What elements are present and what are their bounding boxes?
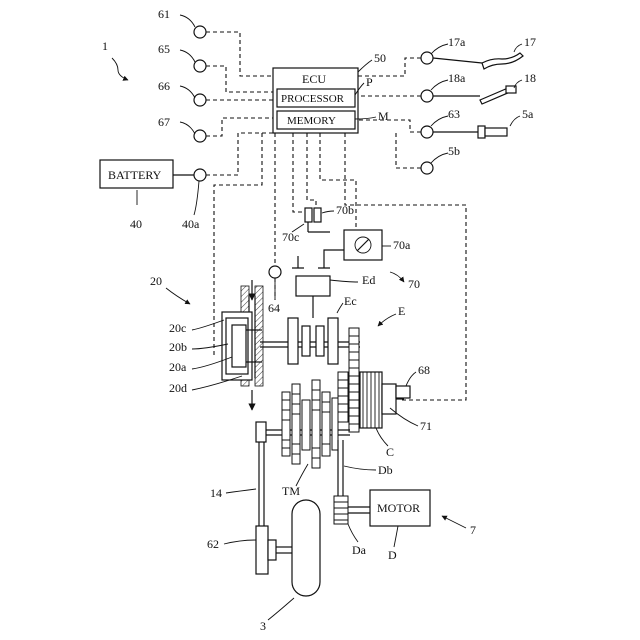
- throttle-sensor-70b: [314, 208, 321, 222]
- ref-TM: TM: [282, 484, 300, 498]
- lever-17: [433, 53, 523, 69]
- ref-70: 70: [408, 277, 420, 291]
- ref-M: M: [378, 109, 389, 123]
- ecu-block: ECU PROCESSOR MEMORY: [273, 68, 358, 133]
- ref-70c: 70c: [282, 230, 299, 244]
- ref-50: 50: [374, 51, 386, 65]
- motor-label: MOTOR: [377, 501, 420, 515]
- ref-5b: 5b: [448, 144, 460, 158]
- ref-18a: 18a: [448, 71, 466, 85]
- ref-Db: Db: [378, 463, 393, 477]
- wire-40a: [206, 133, 273, 175]
- battery-block: BATTERY: [100, 160, 173, 188]
- engine-cylinder-Ed: [296, 276, 330, 318]
- pedal-18: [433, 86, 516, 104]
- wire-61: [206, 32, 273, 76]
- motor-D: MOTOR: [370, 490, 430, 526]
- rear-wheel-3: [292, 500, 320, 596]
- chain-14: [259, 442, 264, 530]
- throttle-linkage: [318, 250, 344, 268]
- sensor-63: [421, 126, 433, 138]
- ref-20a: 20a: [169, 360, 187, 374]
- motor-gear-Da: [334, 496, 370, 524]
- ref-Ec: Ec: [344, 294, 357, 308]
- ref-64: 64: [268, 301, 280, 315]
- ref-40a: 40a: [182, 217, 200, 231]
- transmission-TM: [262, 380, 350, 468]
- wire-63: [358, 120, 421, 132]
- sensor-66: [180, 86, 206, 106]
- primary-gear: [349, 328, 359, 432]
- rear-sprocket-62: [256, 526, 292, 574]
- wire-5b: [396, 133, 421, 168]
- motor-shaft-Db: [338, 440, 343, 500]
- ref-67: 67: [158, 115, 170, 129]
- ref-20b: 20b: [169, 340, 187, 354]
- ref-20d: 20d: [169, 381, 187, 395]
- gear-stack: [338, 372, 348, 422]
- figure-ref-arrow: [112, 58, 128, 80]
- sensor-67: [180, 122, 206, 142]
- switch-5a: [433, 126, 507, 138]
- figure-ref-label: 1: [102, 39, 108, 53]
- ref-63: 63: [448, 107, 460, 121]
- wire-ecu-70b: [307, 133, 316, 208]
- clutch-C: [360, 372, 404, 428]
- ref-20: 20: [150, 274, 162, 288]
- ref-C: C: [386, 445, 394, 459]
- sensor-5b: [421, 162, 433, 174]
- ref-40: 40: [130, 217, 142, 231]
- ref-17: 17: [524, 35, 536, 49]
- wire-17a: [358, 58, 421, 76]
- throttle-valve-70a: [344, 230, 382, 260]
- wire-ecu-70c: [293, 133, 305, 212]
- sensor-40a: [194, 169, 206, 181]
- wire-ecu-70a: [320, 133, 356, 232]
- sensor-64: [269, 266, 281, 278]
- ecu-label: ECU: [302, 72, 326, 86]
- leader-50: [358, 60, 372, 72]
- sensor-68: [396, 386, 410, 398]
- crankshaft-Ec: [260, 318, 360, 364]
- memory-label: MEMORY: [287, 115, 336, 127]
- ref-68: 68: [418, 363, 430, 377]
- output-sprocket: [256, 422, 266, 442]
- ref-5a: 5a: [522, 107, 534, 121]
- ref-D: D: [388, 548, 397, 562]
- ref-62: 62: [207, 537, 219, 551]
- ref-Ed: Ed: [362, 273, 375, 287]
- ref-70b: 70b: [336, 203, 354, 217]
- ref-61: 61: [158, 7, 170, 21]
- ref-17a: 17a: [448, 35, 466, 49]
- sensor-18a: [421, 90, 433, 102]
- ref-65: 65: [158, 42, 170, 56]
- wire-ecu-68: [345, 133, 466, 400]
- ref-7: 7: [470, 523, 476, 537]
- sensor-65: [180, 50, 206, 72]
- ref-3: 3: [260, 619, 266, 633]
- throttle-sensor-70c: [305, 208, 312, 222]
- ref-18: 18: [524, 71, 536, 85]
- ref-66: 66: [158, 79, 170, 93]
- clutch-housing-20: [222, 286, 263, 386]
- ref-E: E: [398, 304, 405, 318]
- ref-20c: 20c: [169, 321, 186, 335]
- sensor-61: [180, 15, 206, 38]
- leader-40a: [194, 181, 199, 215]
- processor-label: PROCESSOR: [281, 93, 345, 105]
- ref-70a: 70a: [393, 238, 411, 252]
- ref-P: P: [366, 75, 373, 89]
- ref-14: 14: [210, 486, 222, 500]
- battery-label: BATTERY: [108, 168, 162, 182]
- ref-71: 71: [420, 419, 432, 433]
- ref-Da: Da: [352, 543, 367, 557]
